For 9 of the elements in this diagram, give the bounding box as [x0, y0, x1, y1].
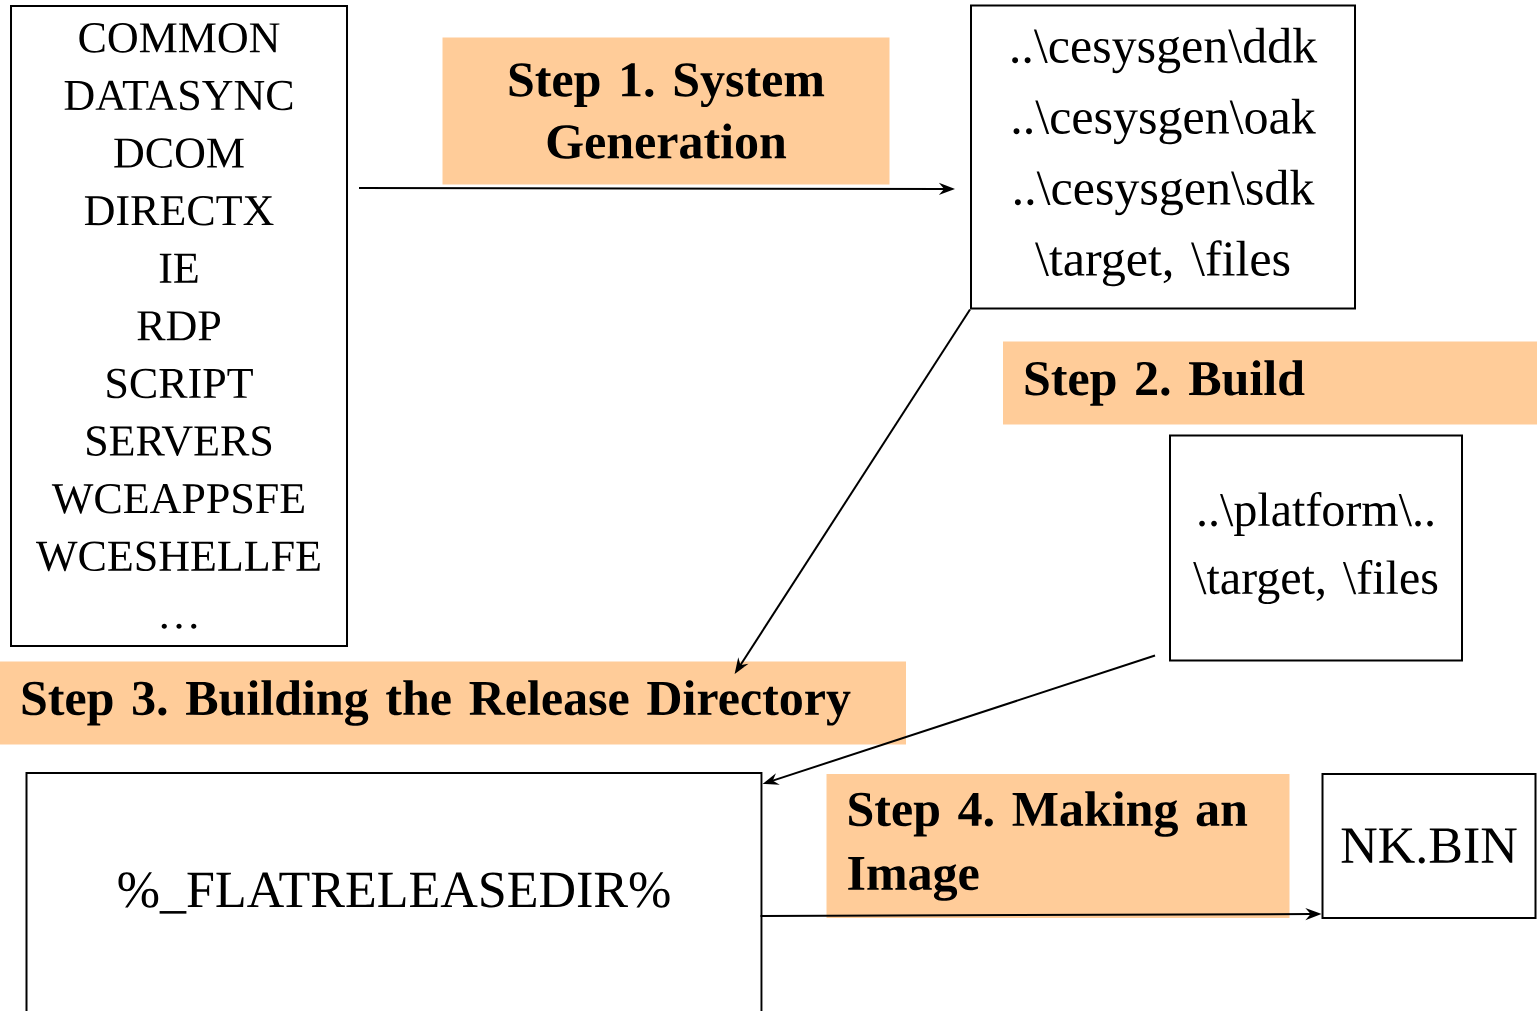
step-banner: Step 2. Build: [1003, 341, 1537, 425]
text-box: ..\platform\.. \target, \files: [1169, 434, 1463, 662]
text-box: COMMON DATASYNC DCOM DIRECTX IE RDP SCRIPT SERVERS WCEAPPSFE WCESHELLFE …: [10, 5, 348, 647]
step-banner: Step 1. System Generation: [442, 37, 890, 185]
step-banner: Step 4. Making an Image: [826, 774, 1290, 918]
text-box: ..\cesysgen\ddk ..\cesysgen\oak ..\cesysgen\sdk \target, \files: [970, 4, 1356, 310]
step-banner: Step 3. Building the Release Directory: [0, 661, 906, 745]
text-box: NK.BIN: [1321, 773, 1537, 919]
text-box: %_FLATRELEASEDIR%: [25, 772, 763, 1011]
